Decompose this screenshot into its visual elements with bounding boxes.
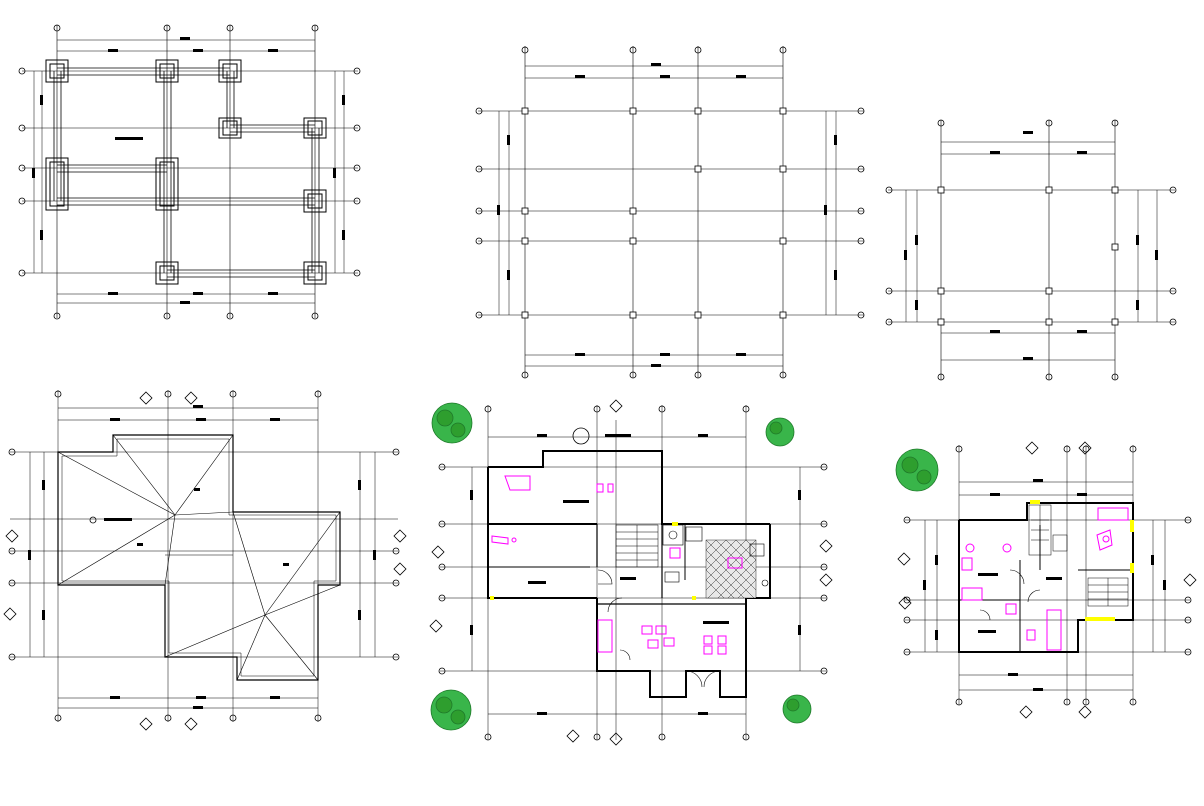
roof-plan bbox=[3, 390, 407, 731]
tree-2 bbox=[765, 417, 795, 447]
door-markers bbox=[490, 522, 696, 600]
tree-1 bbox=[431, 402, 473, 444]
foundation-plan bbox=[18, 24, 361, 320]
tree-4 bbox=[782, 694, 812, 724]
upper-floor-plan bbox=[897, 441, 1197, 719]
beams bbox=[53, 67, 320, 278]
upper-stairs bbox=[1087, 577, 1129, 607]
tree-5 bbox=[895, 448, 939, 492]
upper-bath bbox=[1028, 504, 1068, 556]
grid-bubbles bbox=[18, 24, 361, 320]
dimension-text-marks bbox=[32, 37, 345, 304]
columns bbox=[521, 107, 787, 319]
tree-3 bbox=[430, 689, 472, 731]
doors bbox=[597, 569, 721, 688]
roof-outline bbox=[57, 434, 341, 681]
footings bbox=[45, 59, 327, 285]
roof-hips bbox=[57, 434, 341, 681]
furniture-magenta bbox=[491, 475, 743, 655]
kitchen-hatch bbox=[705, 539, 757, 599]
trees bbox=[430, 402, 939, 731]
small-column-grid-plan bbox=[885, 119, 1177, 381]
fixtures bbox=[662, 524, 769, 587]
column-grid-plan bbox=[475, 46, 865, 379]
ground-floor-plan bbox=[429, 399, 833, 746]
grid-lines bbox=[22, 25, 358, 318]
section-markers bbox=[3, 391, 407, 731]
